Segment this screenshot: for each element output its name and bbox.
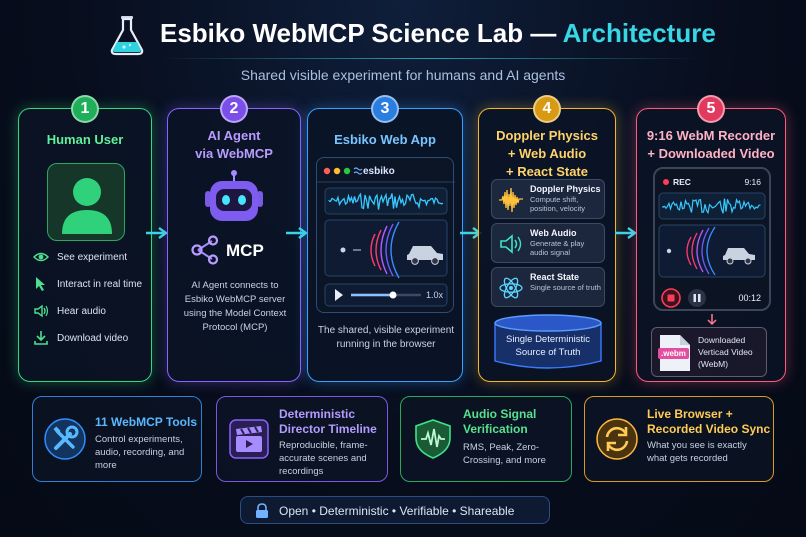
record-icon: [661, 288, 681, 308]
phone-screen: [658, 192, 766, 308]
step-title: Human User: [46, 132, 124, 147]
step-card-physics-audio-state: 4 Doppler Physics+ Web Audio+ React Stat…: [478, 95, 616, 382]
step-description: AI Agent connects to Esbiko WebMCP serve…: [183, 280, 287, 333]
step-number-badge: 5: [697, 95, 725, 123]
feature-card-audio-verification: Audio Signal Verification RMS, Peak, Zer…: [400, 396, 572, 482]
header: Esbiko WebMCP Science Lab — Architecture…: [0, 0, 806, 100]
clapperboard-icon: [229, 419, 269, 459]
feature-card-timeline: Deterministic Director Timeline Reproduc…: [216, 396, 388, 482]
phone-recorder: REC 9:16 00:12: [653, 167, 771, 311]
feature-see-experiment: See experiment: [33, 249, 127, 265]
elapsed-time: 00:12: [738, 293, 761, 303]
cursor-icon: [36, 277, 45, 291]
car-icon: [407, 246, 443, 265]
feature-hear-audio: Hear audio: [33, 303, 106, 319]
atom-icon: [499, 277, 523, 299]
play-icon: [335, 289, 343, 301]
app-brand: esbiko: [363, 166, 395, 177]
step-card-human-user: 1 Human User See experiment Interact in …: [18, 95, 152, 382]
tools-icon: [44, 418, 86, 460]
step-card-web-app: 3 Esbiko Web App: [307, 95, 463, 382]
step-number-badge: 2: [220, 95, 248, 123]
browser-window: esbiko 1.0x: [316, 157, 455, 313]
step-number-badge: 1: [71, 95, 99, 123]
pause-icon: [688, 289, 706, 307]
download-arrow-icon: [707, 314, 717, 326]
car-icon: [723, 248, 755, 265]
waveform-icon: [499, 187, 523, 213]
step-description: The shared, visible experiment running i…: [317, 325, 455, 350]
page-subtitle: Shared visible experiment for humans and…: [240, 67, 566, 83]
rec-label: REC: [673, 177, 691, 187]
step-title: Esbiko Web App: [334, 132, 436, 147]
feature-interact: Interact in real time: [33, 276, 142, 292]
robot-icon: [205, 170, 263, 221]
footer-tagline: Open • Deterministic • Verifiable • Shar…: [240, 496, 550, 524]
user-avatar-icon: [62, 178, 112, 234]
page-title: Esbiko WebMCP Science Lab — Architecture: [160, 18, 716, 48]
record-indicator: [663, 179, 669, 185]
download-icon: [34, 331, 48, 345]
arrow-2-to-3: [286, 227, 309, 239]
eye-icon: [33, 252, 49, 262]
aspect-ratio-label: 9:16: [744, 177, 761, 187]
sync-icon: [596, 418, 638, 460]
step-card-recorder: 5 9:16 WebM Recorder+ Downloaded Video: [636, 95, 786, 382]
subcard-doppler-physics: Doppler Physics Compute shift, position,…: [491, 179, 605, 219]
downloaded-video[interactable]: .webm Downloaded Verticad Video (WebM): [651, 327, 767, 377]
subcard-react-state: React State Single source of truth: [491, 267, 605, 307]
feature-card-tools: 11 WebMCP Tools Control experiments, aud…: [32, 396, 202, 482]
file-type-tag: .webm: [658, 348, 689, 359]
step-title: 9:16 WebM Recorder+ Downloaded Video: [646, 128, 776, 161]
arrow-1-to-2: [146, 227, 169, 239]
footer-text: Open • Deterministic • Verifiable • Shar…: [279, 504, 515, 518]
feature-card-sync: Live Browser + Recorded Video Sync What …: [584, 396, 774, 482]
mcp-label: MCP: [226, 241, 264, 260]
download-label: Downloaded Verticad Video (WebM): [698, 335, 753, 369]
playback-speed[interactable]: 1.0x: [425, 290, 443, 300]
flask-icon: [110, 16, 144, 56]
step-number-badge: 4: [533, 95, 561, 123]
shield-waveform-icon: [415, 419, 451, 459]
mcp-share-icon: [191, 235, 219, 265]
speaker-icon: [34, 304, 49, 318]
waveform-icon: [328, 192, 444, 210]
lock-icon: [256, 503, 268, 518]
browser-chrome: [317, 167, 455, 307]
feature-download-video: Download video: [33, 330, 128, 346]
step-title: Doppler Physics+ Web Audio+ React State: [496, 128, 598, 179]
step-number-badge: 3: [371, 95, 399, 123]
database-icon: [494, 314, 602, 369]
user-avatar: [47, 163, 125, 241]
arrow-4-to-5: [615, 227, 638, 239]
title-divider: [160, 58, 700, 59]
speaker-icon: [500, 234, 522, 254]
subcard-web-audio: Web Audio Generate & play audio signal: [491, 223, 605, 263]
